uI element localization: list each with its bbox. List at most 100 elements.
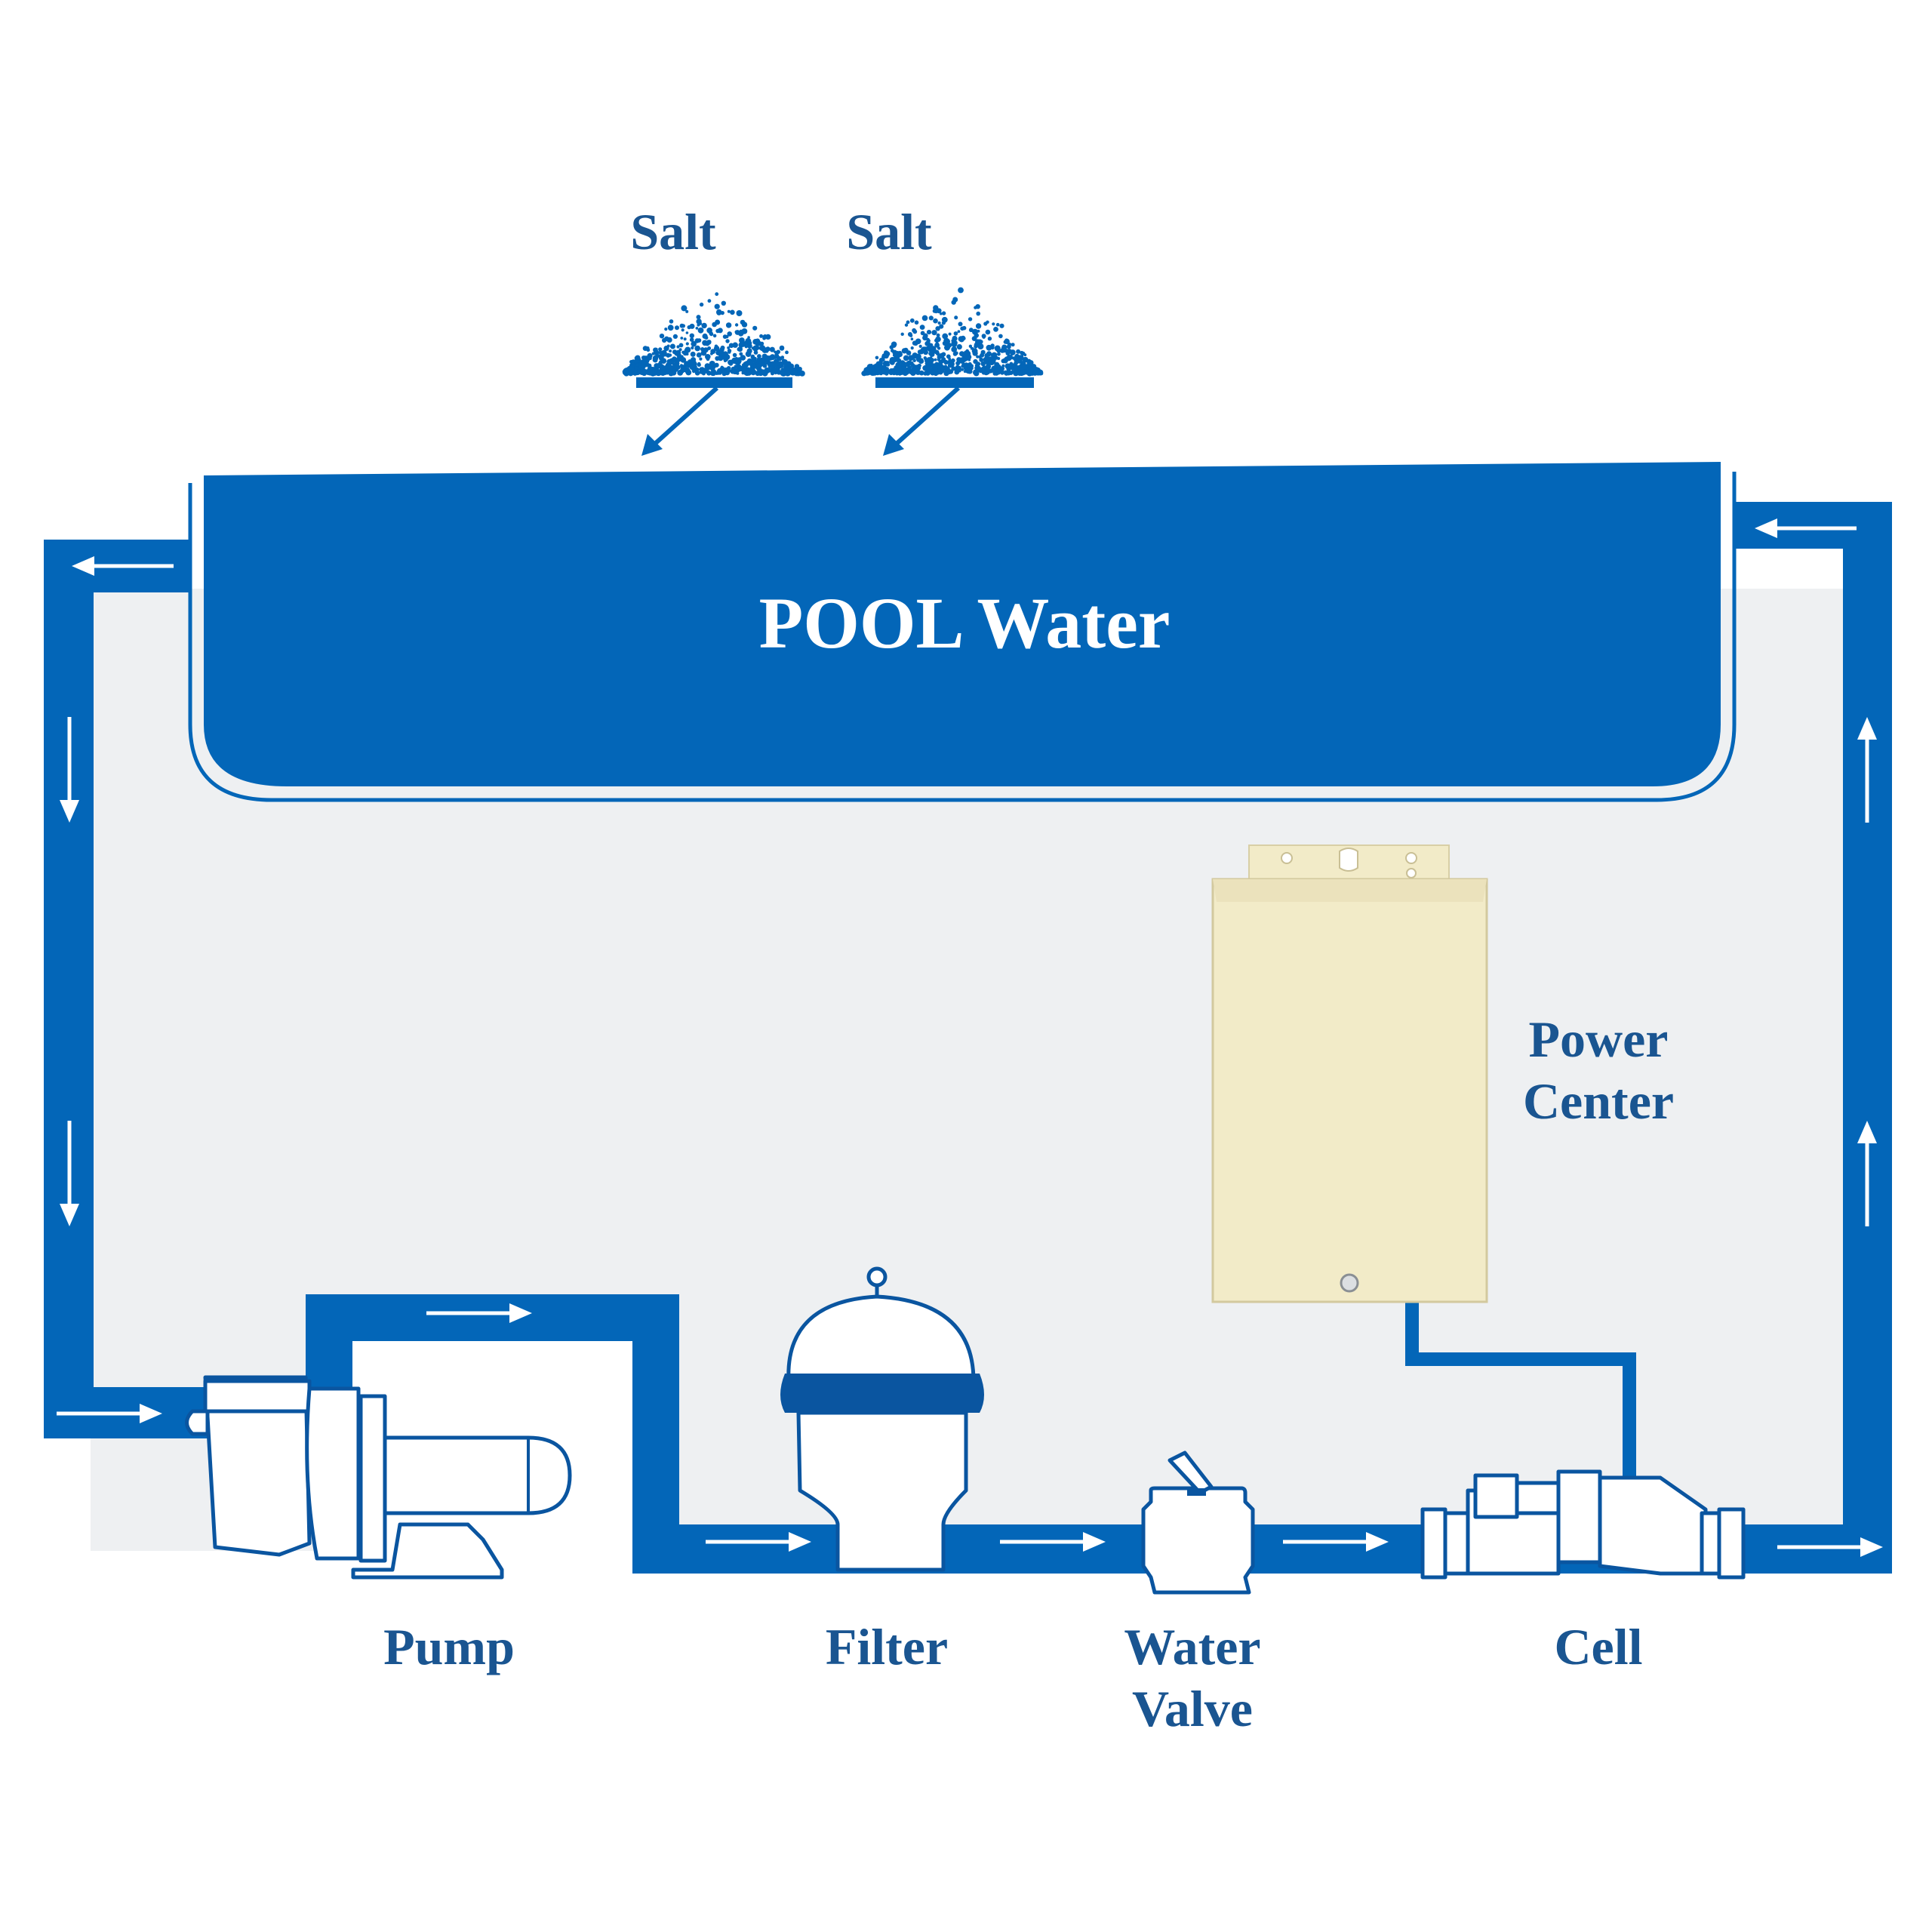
power-center-screw (1340, 1273, 1359, 1293)
salt-grain (788, 366, 795, 373)
salt-grain (740, 355, 746, 361)
salt-grain (913, 365, 918, 370)
salt-grain (728, 343, 734, 349)
pump-icon (185, 1375, 572, 1580)
flow-arrow-icon (72, 556, 174, 576)
salt-grain (958, 287, 964, 294)
flow-arrow-icon (426, 1303, 532, 1323)
salt-grain (675, 325, 679, 331)
salt-grain (743, 340, 749, 346)
salt-grain (687, 325, 691, 330)
cell-icon (1420, 1469, 1746, 1580)
salt-tray-1 (636, 377, 792, 388)
salt-grain (954, 315, 958, 320)
salt-grain (891, 358, 894, 362)
salt-grain (991, 358, 996, 364)
salt-grain (712, 321, 717, 328)
salt-grain (697, 327, 704, 334)
salt-grain (700, 352, 704, 355)
flow-arrow-icon (706, 1532, 811, 1552)
salt-grain (731, 357, 738, 364)
salt-grain (886, 362, 891, 367)
salt-grain (634, 366, 638, 371)
salt-group-1: Salt (622, 203, 805, 456)
salt-grain (759, 334, 764, 338)
salt-grain (915, 355, 921, 361)
salt-grain (651, 352, 655, 355)
salt-grain (908, 360, 912, 364)
salt-grain (973, 369, 978, 374)
pipe-pump-right-leg (632, 1341, 679, 1574)
salt-grain (928, 315, 934, 321)
salt-grain (759, 357, 764, 363)
salt-grain (930, 346, 937, 352)
salt-grain (743, 370, 749, 376)
salt-grain (878, 358, 884, 363)
salt-grain (689, 337, 694, 343)
salt-grain (734, 323, 739, 327)
salt-grain (650, 371, 656, 377)
salt-grain (1038, 370, 1043, 375)
salt-grain (938, 360, 942, 364)
salt-grain (968, 365, 971, 368)
salt-grain (736, 371, 740, 375)
salt-grain (722, 355, 728, 361)
salt-grain (727, 349, 732, 353)
salt-grain (739, 352, 743, 356)
salt-grain (769, 346, 775, 352)
salt-grain (956, 344, 962, 350)
salt-grain (936, 352, 940, 356)
salt-grain (678, 343, 684, 348)
salt-grain (683, 337, 687, 341)
salt-grain (926, 330, 932, 335)
flow-arrow-icon (57, 1404, 162, 1423)
salt-grain (923, 333, 928, 339)
salt-grain (678, 348, 682, 352)
salt-grain (752, 325, 758, 331)
salt-grain (968, 317, 973, 321)
salt-grain (962, 337, 966, 340)
salt-grain (937, 346, 941, 350)
salt-grain (976, 355, 980, 358)
salt-grain (906, 320, 910, 325)
flow-arrow-icon (60, 717, 79, 823)
salt-grain (635, 370, 638, 373)
salt-grain (923, 356, 928, 360)
salt-grain (975, 323, 982, 329)
salt-grain (720, 345, 725, 350)
salt-grain (926, 366, 931, 372)
salt-grain (780, 362, 783, 366)
salt-grain (972, 328, 978, 335)
salt-grain (773, 368, 778, 373)
salt-grain (934, 368, 938, 372)
salt-grain (974, 306, 977, 309)
salt-grain (641, 365, 645, 368)
salt-grain (936, 333, 940, 337)
salt-grain (911, 367, 915, 371)
salt-grain (998, 334, 1003, 339)
salt-grain (669, 319, 674, 324)
salt-grain (1013, 365, 1019, 371)
salt-grain (755, 338, 761, 344)
salt-grain (927, 339, 931, 343)
salt-grain (1010, 349, 1016, 355)
salt-grain (983, 356, 989, 363)
salt-grain (780, 370, 786, 377)
salt-grain (681, 305, 688, 312)
salt-grain (747, 340, 752, 346)
salt-grain (774, 350, 777, 354)
salt-grain (918, 344, 922, 348)
salt-grain (776, 349, 780, 355)
flow-arrow-icon (1777, 1537, 1883, 1557)
salt-grain (685, 331, 689, 334)
salt-label-2: Salt (846, 203, 932, 260)
salt-grain (997, 352, 1001, 356)
salt-grain (921, 315, 928, 321)
salt-grain (946, 343, 951, 348)
salt-grain (964, 362, 968, 365)
salt-grain (685, 342, 689, 346)
salt-grain (691, 340, 697, 347)
salt-grain (1014, 356, 1020, 362)
salt-grain (669, 361, 674, 365)
salt-grain (968, 328, 974, 333)
